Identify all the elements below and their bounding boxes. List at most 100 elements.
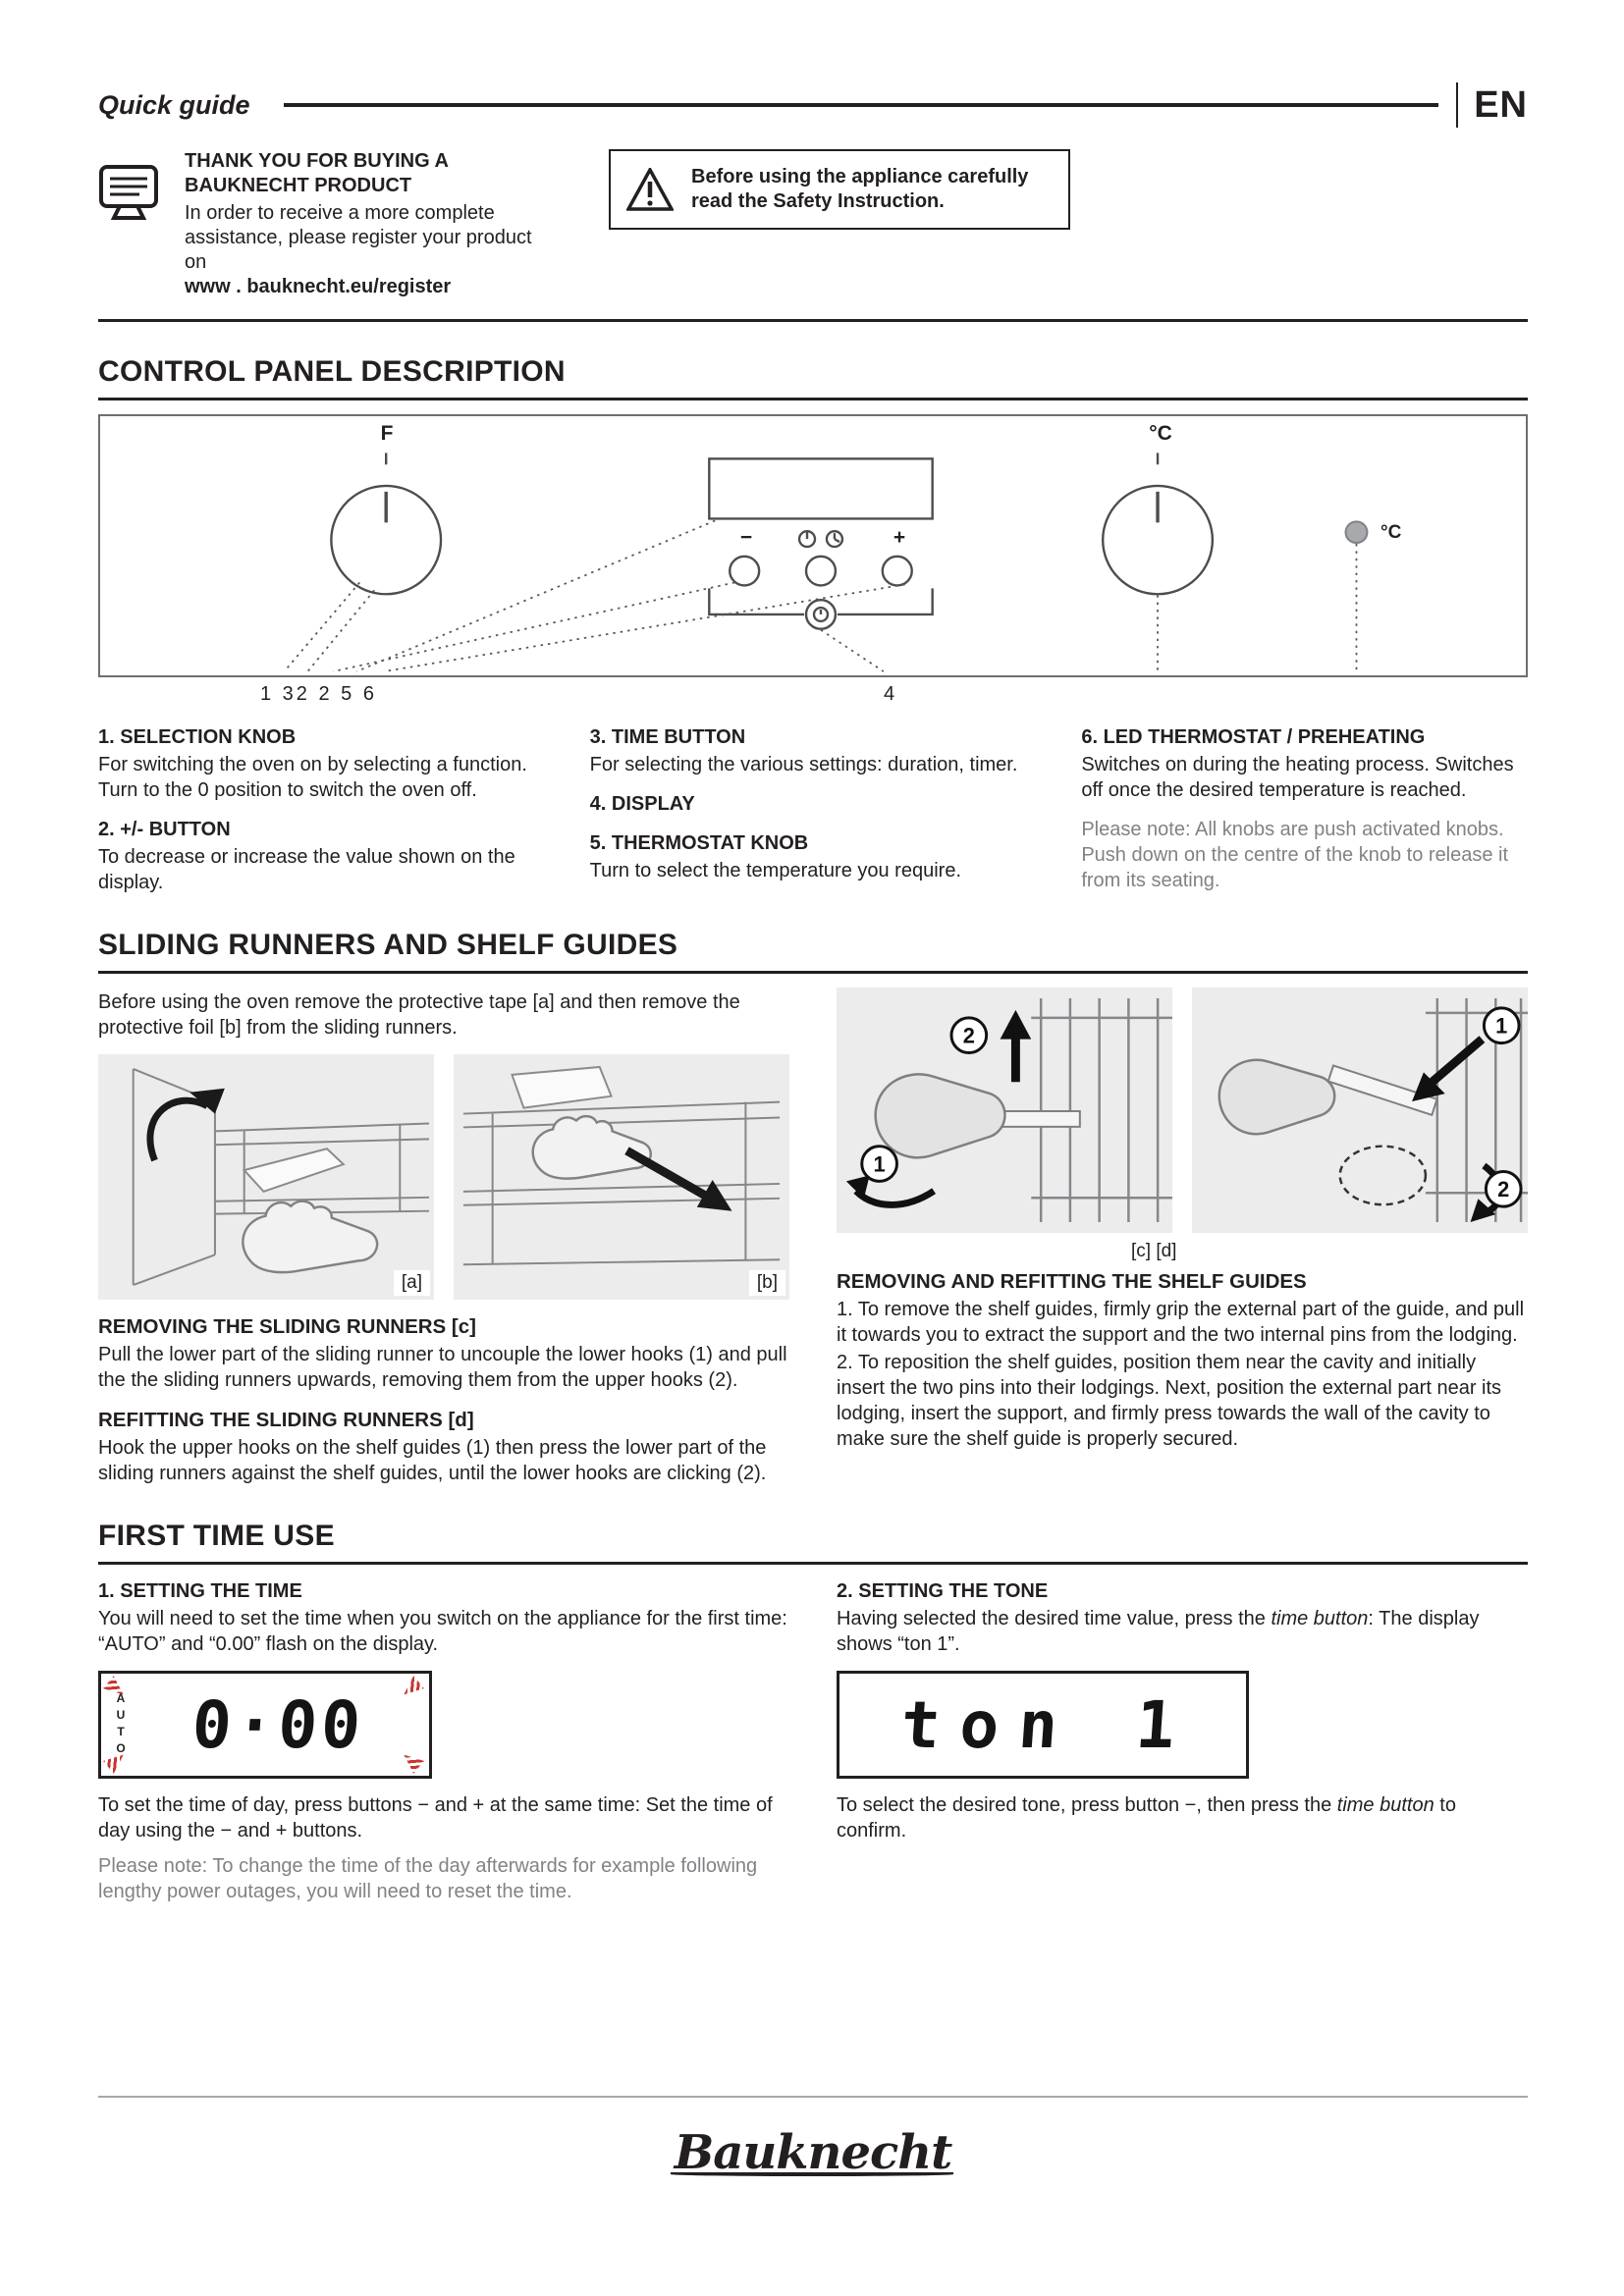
setting-time-body: You will need to set the time when you s… bbox=[98, 1608, 787, 1655]
legend-column-1: 1. SELECTION KNOB For switching the oven… bbox=[98, 724, 545, 895]
figure-label-b: [b] bbox=[748, 1270, 785, 1296]
legend-item-body: Turn to select the temperature you requi… bbox=[589, 860, 961, 881]
header-rule bbox=[283, 103, 1439, 107]
button-bracket bbox=[708, 588, 934, 630]
display-auto-label: AUTO bbox=[114, 1691, 128, 1758]
legend-item-title: 3. TIME BUTTON bbox=[589, 726, 746, 748]
removing-runners-title: REMOVING THE SLIDING RUNNERS [c] bbox=[98, 1315, 476, 1338]
display-time-value: 0·00 bbox=[189, 1686, 367, 1763]
plus-button bbox=[881, 555, 913, 587]
section-first-time-rule bbox=[98, 1562, 1528, 1565]
figure-removing-foil: [b] bbox=[454, 1054, 789, 1300]
doc-title: Quick guide bbox=[98, 89, 250, 120]
knob-note: Please note: All knobs are push activate… bbox=[1081, 819, 1509, 891]
register-monitor-icon bbox=[98, 149, 163, 299]
sliding-right-column: 2 1 bbox=[837, 988, 1528, 1486]
sliding-columns: Before using the oven remove the protect… bbox=[98, 988, 1528, 1486]
tone-confirm-instructions: To select the desired tone, press button… bbox=[837, 1794, 1456, 1842]
section-control-panel-rule bbox=[98, 398, 1528, 400]
warning-text: Before using the appliance carefully rea… bbox=[691, 166, 1029, 212]
register-block: THANK YOU FOR BUYING A BAUKNECHT PRODUCT… bbox=[98, 149, 552, 299]
figure-label-a: [a] bbox=[393, 1270, 430, 1296]
curved-arrow bbox=[146, 1096, 209, 1162]
shelf-guides-step-1: 1. To remove the shelf guides, firmly gr… bbox=[837, 1299, 1525, 1346]
intro-row: THANK YOU FOR BUYING A BAUKNECHT PRODUCT… bbox=[98, 149, 1528, 299]
led-label: °C bbox=[1380, 522, 1402, 543]
header-separator bbox=[1456, 82, 1459, 128]
section-first-time-title: FIRST TIME USE bbox=[98, 1520, 335, 1552]
legend-item-body: Switches on during the heating process. … bbox=[1081, 754, 1514, 801]
legend-column-3: 6. LED THERMOSTAT / PREHEATING Switches … bbox=[1081, 724, 1528, 895]
legend-item-body: For switching the oven on by selecting a… bbox=[98, 754, 527, 801]
display-tone-value: ton 1 bbox=[897, 1686, 1198, 1763]
protective-tape bbox=[242, 1148, 346, 1194]
support-bar bbox=[1326, 1064, 1438, 1117]
removing-runners-body: Pull the lower part of the sliding runne… bbox=[98, 1344, 787, 1391]
legend-item-title: 4. DISPLAY bbox=[589, 793, 695, 815]
page-footer: Bauknecht bbox=[98, 2096, 1528, 2180]
selection-knob bbox=[330, 453, 443, 596]
register-url[interactable]: www . bauknecht.eu/register bbox=[185, 276, 452, 297]
control-panel-legend: 1. SELECTION KNOB For switching the oven… bbox=[98, 724, 1528, 895]
power-icon bbox=[797, 530, 817, 549]
brand-logo: Bauknecht bbox=[98, 2125, 1528, 2180]
time-button-ref: time button bbox=[1336, 1794, 1435, 1816]
flash-arrow-icon bbox=[398, 1675, 425, 1702]
section-sliding-rule bbox=[98, 971, 1528, 974]
register-text: THANK YOU FOR BUYING A BAUKNECHT PRODUCT… bbox=[185, 149, 538, 299]
figure-shelf-guide-refit: 1 2 bbox=[1192, 988, 1528, 1233]
legend-item-body: To decrease or increase the value shown … bbox=[98, 846, 515, 893]
refitting-runners-body: Hook the upper hooks on the shelf guides… bbox=[98, 1437, 767, 1484]
register-body: In order to receive a more complete assi… bbox=[185, 201, 538, 299]
step-number: 1 bbox=[874, 1151, 886, 1176]
legend-item-body: For selecting the various settings: dura… bbox=[589, 754, 1018, 775]
section-sliding-title: SLIDING RUNNERS AND SHELF GUIDES bbox=[98, 929, 678, 961]
legend-item-title: 1. SELECTION KNOB bbox=[98, 726, 297, 748]
figure-label-cd: [c] [d] bbox=[1131, 1241, 1177, 1261]
thermostat-led bbox=[1344, 520, 1369, 545]
clock-icon bbox=[825, 530, 844, 549]
display-screen bbox=[708, 457, 934, 520]
setting-time-title: 1. SETTING THE TIME bbox=[98, 1580, 302, 1602]
diagonal-arrow bbox=[1424, 1036, 1486, 1090]
footer-rule bbox=[98, 2096, 1528, 2098]
sliding-left-column: Before using the oven remove the protect… bbox=[98, 988, 789, 1486]
minus-button bbox=[729, 555, 761, 587]
section-control-panel-title: CONTROL PANEL DESCRIPTION bbox=[98, 355, 566, 388]
thermostat-knob bbox=[1101, 453, 1215, 596]
time-button bbox=[804, 555, 838, 587]
first-time-columns: 1. SETTING THE TIME You will need to set… bbox=[98, 1578, 1528, 1904]
safety-warning-box: Before using the appliance carefully rea… bbox=[609, 149, 1070, 230]
step-number: 2 bbox=[1497, 1177, 1509, 1201]
register-title: THANK YOU FOR BUYING A BAUKNECHT PRODUCT bbox=[185, 150, 449, 196]
callout-number-display: 4 bbox=[884, 683, 895, 705]
sliding-intro: Before using the oven remove the protect… bbox=[98, 991, 740, 1039]
legend-column-2: 3. TIME BUTTON For selecting the various… bbox=[590, 724, 1037, 895]
language-badge: EN bbox=[1474, 83, 1528, 126]
curved-arrow bbox=[853, 1188, 937, 1208]
flash-arrow-icon bbox=[398, 1747, 425, 1775]
brand-logo-text: Bauknecht bbox=[670, 2125, 953, 2180]
legend-item-title: 2. +/- BUTTON bbox=[98, 819, 231, 840]
callout-numbers-left: 1 32 2 5 6 bbox=[260, 683, 377, 705]
selection-knob-label: F bbox=[380, 422, 394, 445]
page-header: Quick guide EN bbox=[98, 82, 1528, 128]
hand-illustration bbox=[242, 1200, 379, 1274]
setting-time-column: 1. SETTING THE TIME You will need to set… bbox=[98, 1578, 789, 1904]
register-body-text: In order to receive a more complete assi… bbox=[185, 202, 532, 273]
figure-removing-tape: [a] bbox=[98, 1054, 434, 1300]
figure-shelf-guide-remove: 2 1 bbox=[837, 988, 1172, 1233]
dashed-highlight bbox=[1338, 1145, 1428, 1206]
set-time-note: Please note: To change the time of the d… bbox=[98, 1855, 758, 1902]
setting-tone-title: 2. SETTING THE TONE bbox=[837, 1580, 1049, 1602]
hand-illustration bbox=[874, 1073, 1006, 1159]
warning-triangle-icon bbox=[626, 168, 674, 211]
diagram-callouts: 1 32 2 5 6 4 bbox=[98, 677, 1528, 715]
sliding-figures-ab: [a] bbox=[98, 1054, 789, 1300]
refitting-runners-title: REFITTING THE SLIDING RUNNERS [d] bbox=[98, 1409, 474, 1431]
legend-item-title: 5. THERMOSTAT KNOB bbox=[589, 832, 809, 854]
set-time-instructions: To set the time of day, press buttons − … bbox=[98, 1794, 773, 1842]
plus-symbol: + bbox=[893, 526, 906, 549]
time-display-figure: AUTO 0·00 bbox=[98, 1671, 432, 1779]
